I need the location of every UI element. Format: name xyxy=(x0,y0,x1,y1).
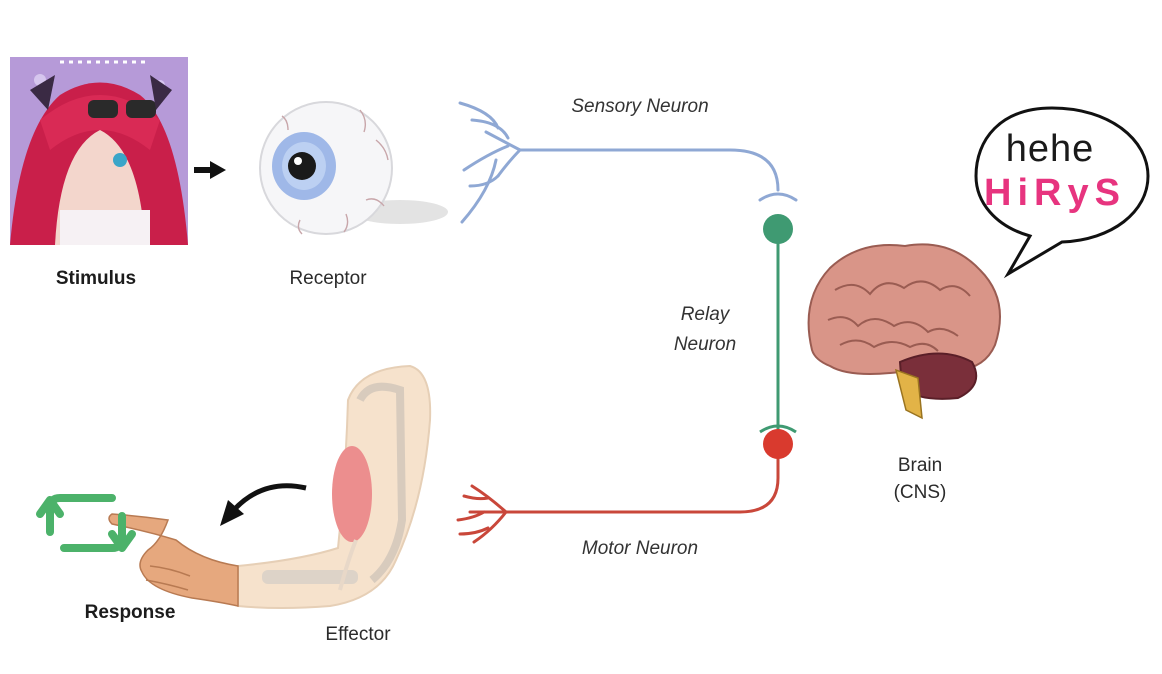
relay-label-line2: Neuron xyxy=(673,334,737,355)
relay-label-line1: Relay xyxy=(680,304,730,325)
eyeball-icon xyxy=(259,101,448,235)
stimulus-label: Stimulus xyxy=(55,268,137,289)
hand-icon xyxy=(108,513,239,607)
arrow-right-icon xyxy=(194,161,226,179)
sensory-neuron xyxy=(458,101,798,224)
speech-bubble-line2: HiRyS xyxy=(984,172,1126,214)
cycle-arrows-icon xyxy=(36,494,136,552)
motor-neuron xyxy=(456,456,780,544)
response-label: Response xyxy=(84,602,176,623)
curved-arrow-icon xyxy=(220,483,307,526)
sensory-neuron-label: Sensory Neuron xyxy=(571,96,709,117)
brain-label: Brain (CNS) xyxy=(860,452,980,506)
brain-label-line2: (CNS) xyxy=(893,482,947,503)
brain-icon xyxy=(807,243,1001,420)
brain-label-line1: Brain xyxy=(897,455,943,476)
anime-portrait-image xyxy=(10,57,188,245)
speech-bubble-line1: hehe xyxy=(1005,128,1095,170)
arm-icon xyxy=(237,364,432,609)
speech-bubble xyxy=(974,106,1150,279)
relay-neuron xyxy=(759,214,797,434)
motor-neuron-label: Motor Neuron xyxy=(581,538,699,559)
motor-neuron-body xyxy=(763,429,793,459)
receptor-label: Receptor xyxy=(289,268,367,289)
relay-neuron-label: Relay Neuron xyxy=(650,300,760,360)
effector-label: Effector xyxy=(325,624,391,645)
